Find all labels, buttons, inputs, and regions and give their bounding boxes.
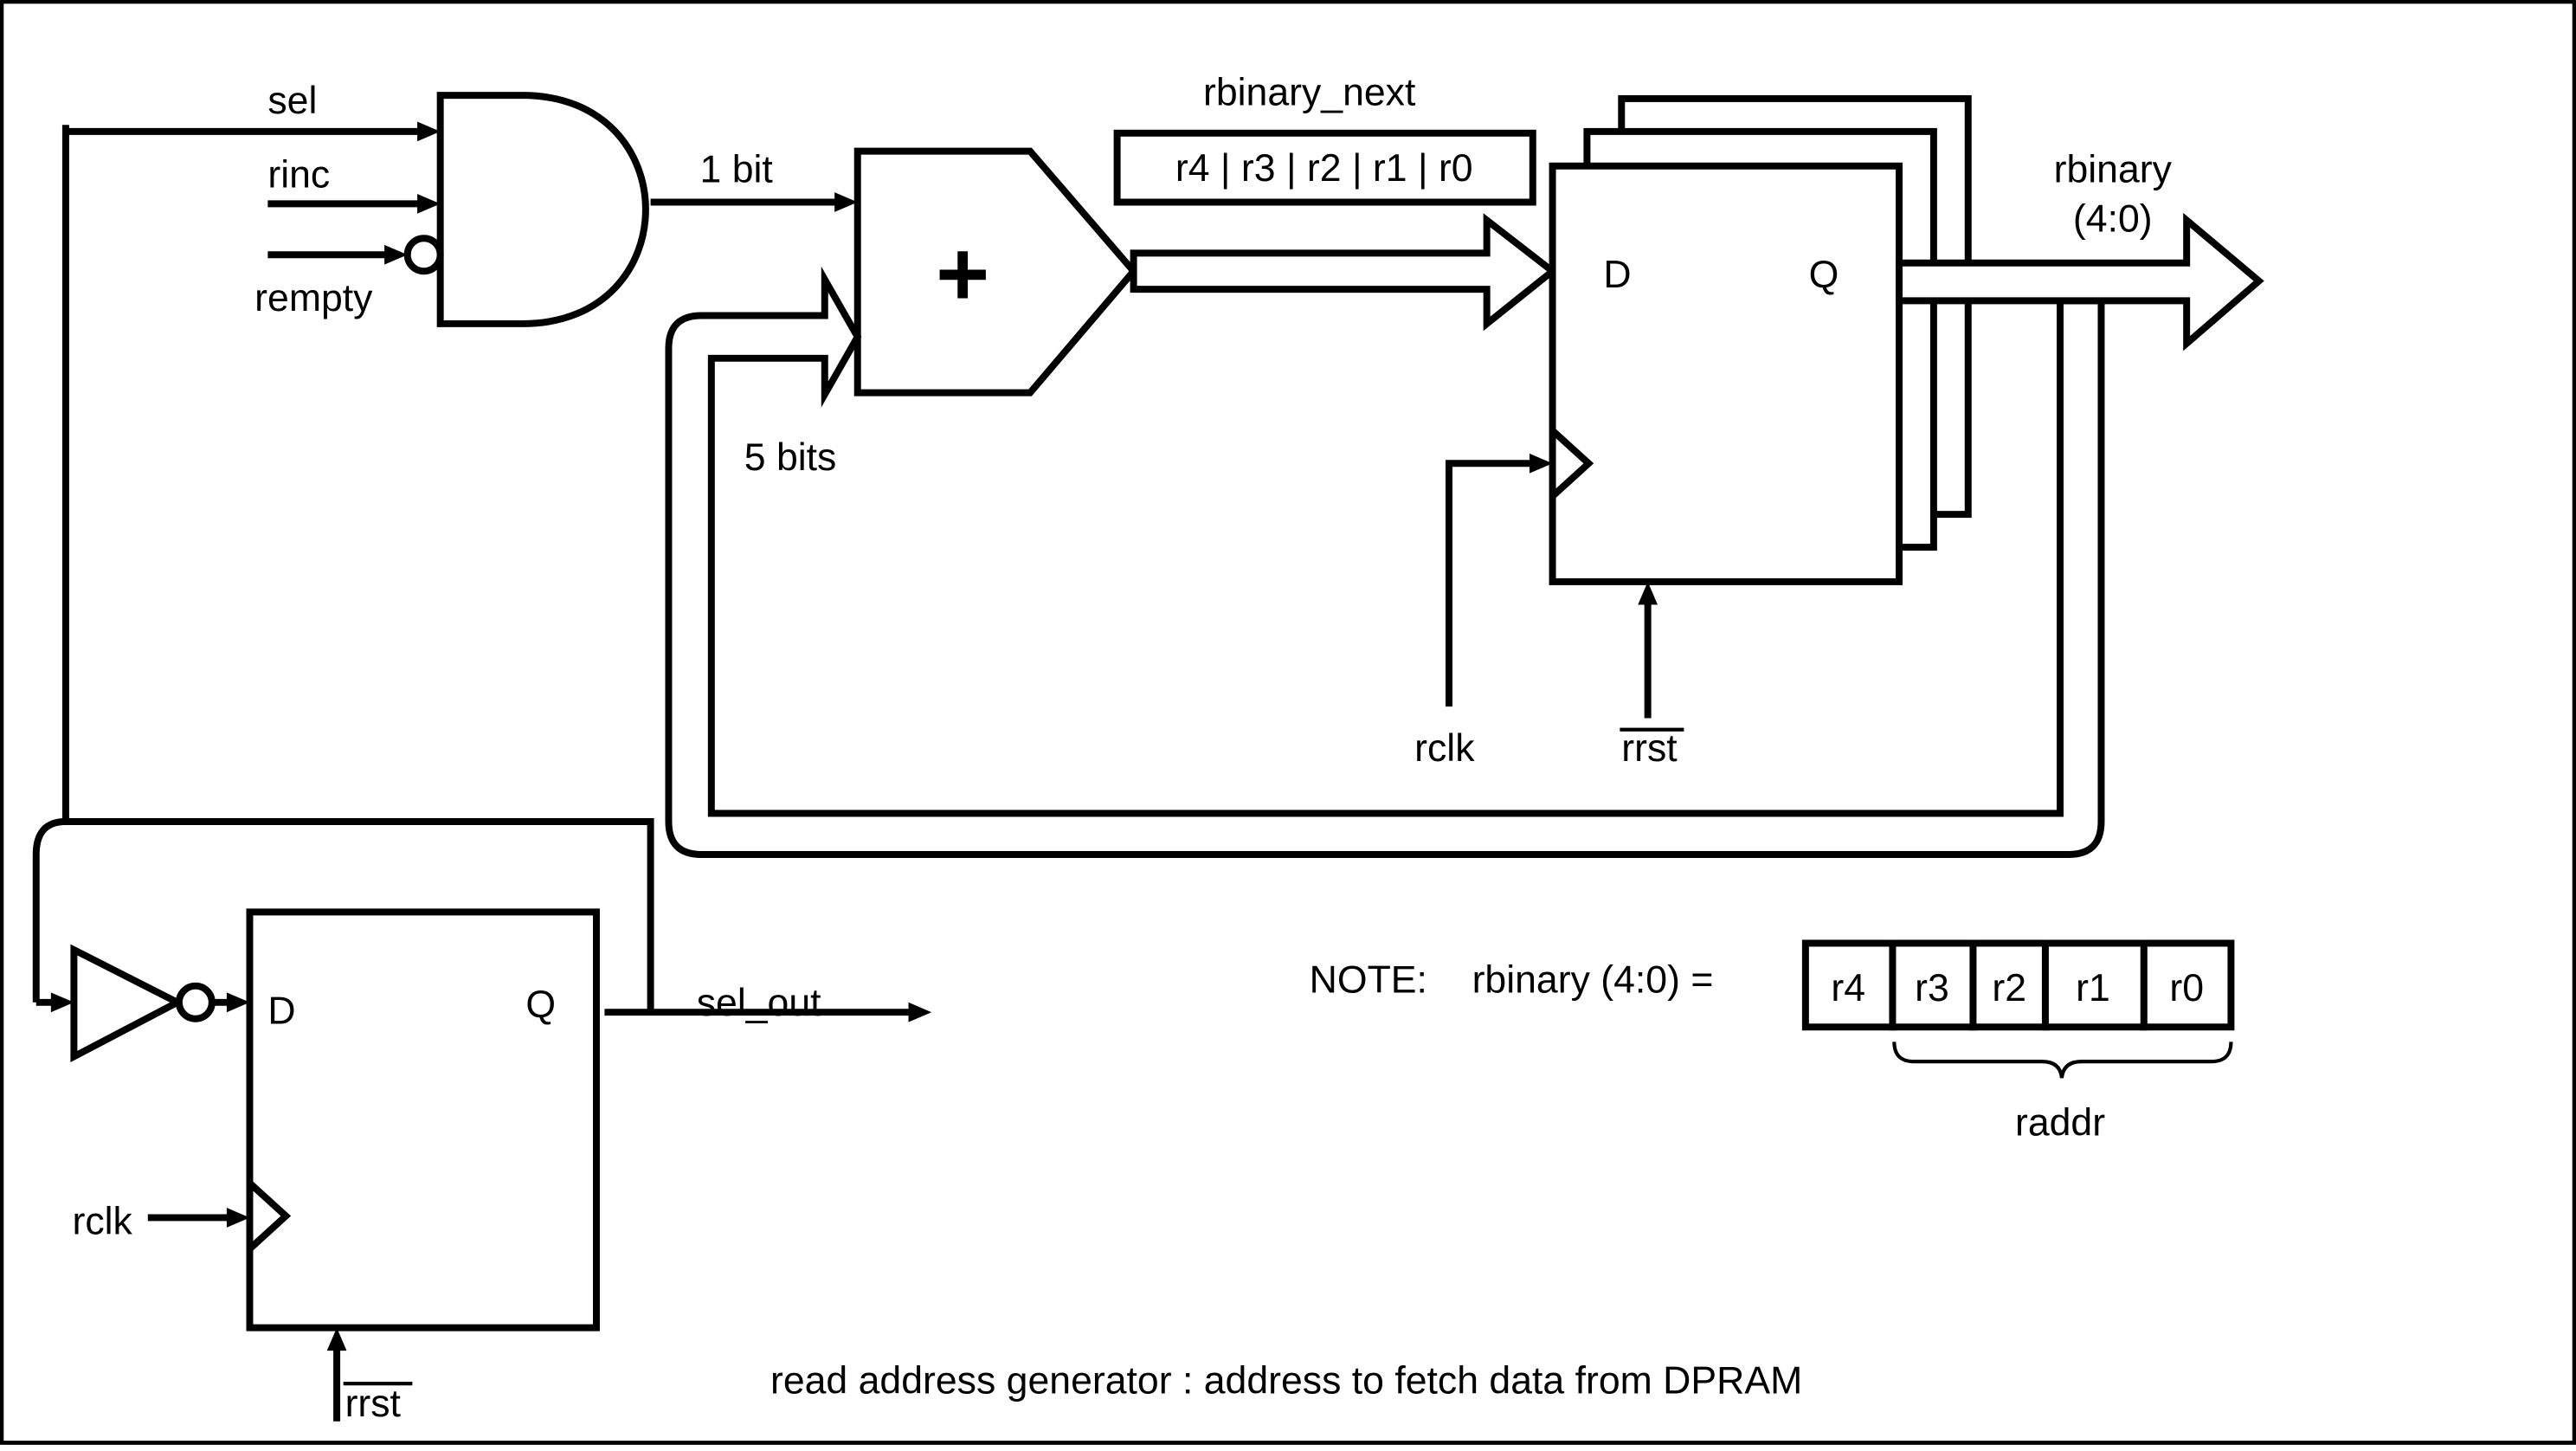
rbinary-next-bus-arrow (1130, 213, 1559, 332)
adder-block (853, 147, 1138, 397)
rempty-arrowhead (384, 244, 408, 265)
inverter-output-arrowhead (226, 992, 250, 1013)
register-rrst-arrowhead (1638, 581, 1658, 605)
sel-label: sel (267, 80, 317, 122)
register-clock-triangle (1549, 428, 1594, 500)
rbinary-next-bits-text: r4 | r3 | r2 | r1 | r0 (1175, 147, 1473, 190)
inverter-bubble (175, 982, 216, 1022)
adder-plus-sign: + (936, 222, 989, 326)
inverter (70, 944, 185, 1063)
diagram-caption: read address generator : address to fetc… (770, 1360, 1802, 1403)
note-label: NOTE: (1310, 958, 1427, 1001)
rbinary-range-label: (4:0) (2073, 198, 2153, 241)
one-bit-label: 1 bit (700, 149, 774, 191)
register-d-label: D (1603, 254, 1631, 296)
rinc-arrowhead (417, 194, 441, 214)
bit-cell-r2-text: r2 (1992, 967, 2026, 1009)
rbinary-output-bus-arrow (1896, 212, 2264, 351)
bit-cell-r2 (1969, 939, 2049, 1031)
sel-ff-rclk-label: rclk (73, 1200, 133, 1242)
bit-cell-r0-text: r0 (2169, 967, 2204, 1009)
sel-ff-q-label: Q (525, 983, 556, 1026)
raddr-brace (1892, 1041, 2233, 1079)
five-bits-label: 5 bits (744, 436, 837, 479)
inverter-input-arrowhead (50, 992, 74, 1013)
rempty-invert-bubble (403, 235, 444, 275)
and-gate (436, 92, 649, 327)
register-rrst-label: rrst (1621, 727, 1678, 770)
sel-ff-d-label: D (267, 990, 295, 1032)
bit-cell-r4-text: r4 (1831, 967, 1865, 1009)
rempty-label: rempty (254, 277, 373, 319)
rbinary-register-group: D Q rclk rrst (1414, 94, 1972, 770)
rbinary-next-label: rbinary_next (1203, 72, 1416, 114)
sel-arrowhead (417, 121, 441, 142)
bit-cell-r3-text: r3 (1915, 967, 1949, 1009)
note-equation: rbinary (4:0) = (1472, 958, 1714, 1001)
bit-cell-r1-text: r1 (2076, 967, 2110, 1009)
sel-ff-clock-triangle (247, 1180, 292, 1252)
sel-out-label: sel_out (697, 982, 821, 1024)
register-rclk-label: rclk (1414, 727, 1475, 770)
rbinary-label: rbinary (2054, 149, 2173, 191)
adder-group: + rbinary_next r4 | r3 | r2 | r1 | r0 5 … (744, 72, 1559, 479)
sel-flipflop-group: D Q rclk rrst sel_out (32, 125, 932, 1425)
sel-ff-rclk-arrowhead (226, 1208, 250, 1228)
sel-ff-rrst-arrowhead (326, 1327, 347, 1351)
sel-feedback-top-wire (32, 818, 654, 1011)
sel-ff-rrst-label: rrst (345, 1383, 402, 1425)
bit-cell-r0 (2140, 939, 2235, 1031)
feedback-bus (665, 266, 2105, 858)
rbinary-register (1549, 162, 1903, 585)
register-rclk-wire (1446, 460, 1533, 707)
sel-out-arrowhead (908, 1002, 932, 1022)
rinc-label: rinc (267, 153, 330, 196)
register-q-label: Q (1809, 254, 1839, 296)
note-group: NOTE: rbinary (4:0) = r4 r3 r2 r1 r0 rad… (1310, 939, 2235, 1145)
rbinary-next-bits-box (1113, 129, 1536, 206)
and-output-arrowhead (834, 192, 858, 212)
raddr-label: raddr (2015, 1102, 2105, 1145)
register-rclk-arrowhead (1530, 453, 1553, 474)
and-gate-group: sel rinc rempty 1 bit (65, 80, 858, 327)
sel-flipflop (246, 908, 600, 1332)
